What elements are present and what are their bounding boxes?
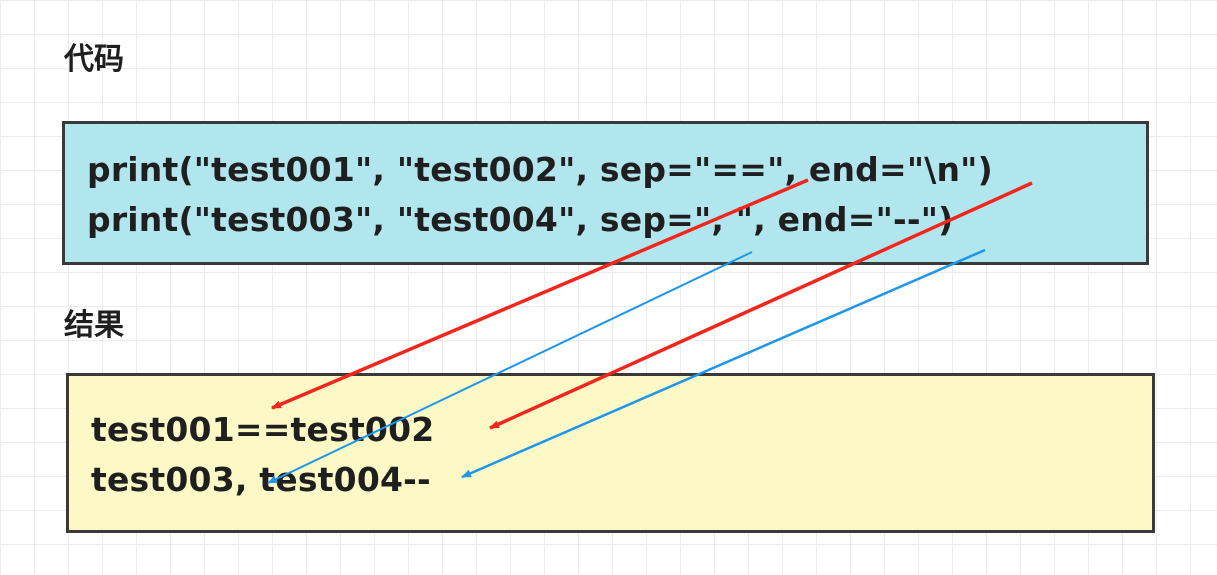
code-line-2: print("test003", "test004", sep=", ", en…: [87, 200, 954, 239]
code-box: print("test001", "test002", sep="==", en…: [62, 121, 1149, 265]
result-line-2: test003, test004--: [91, 460, 431, 499]
result-box: test001==test002 test003, test004--: [66, 373, 1155, 533]
code-line-1: print("test001", "test002", sep="==", en…: [87, 150, 993, 189]
result-line-1: test001==test002: [91, 410, 435, 449]
code-heading: 代码: [64, 42, 124, 77]
result-heading: 结果: [64, 308, 124, 343]
